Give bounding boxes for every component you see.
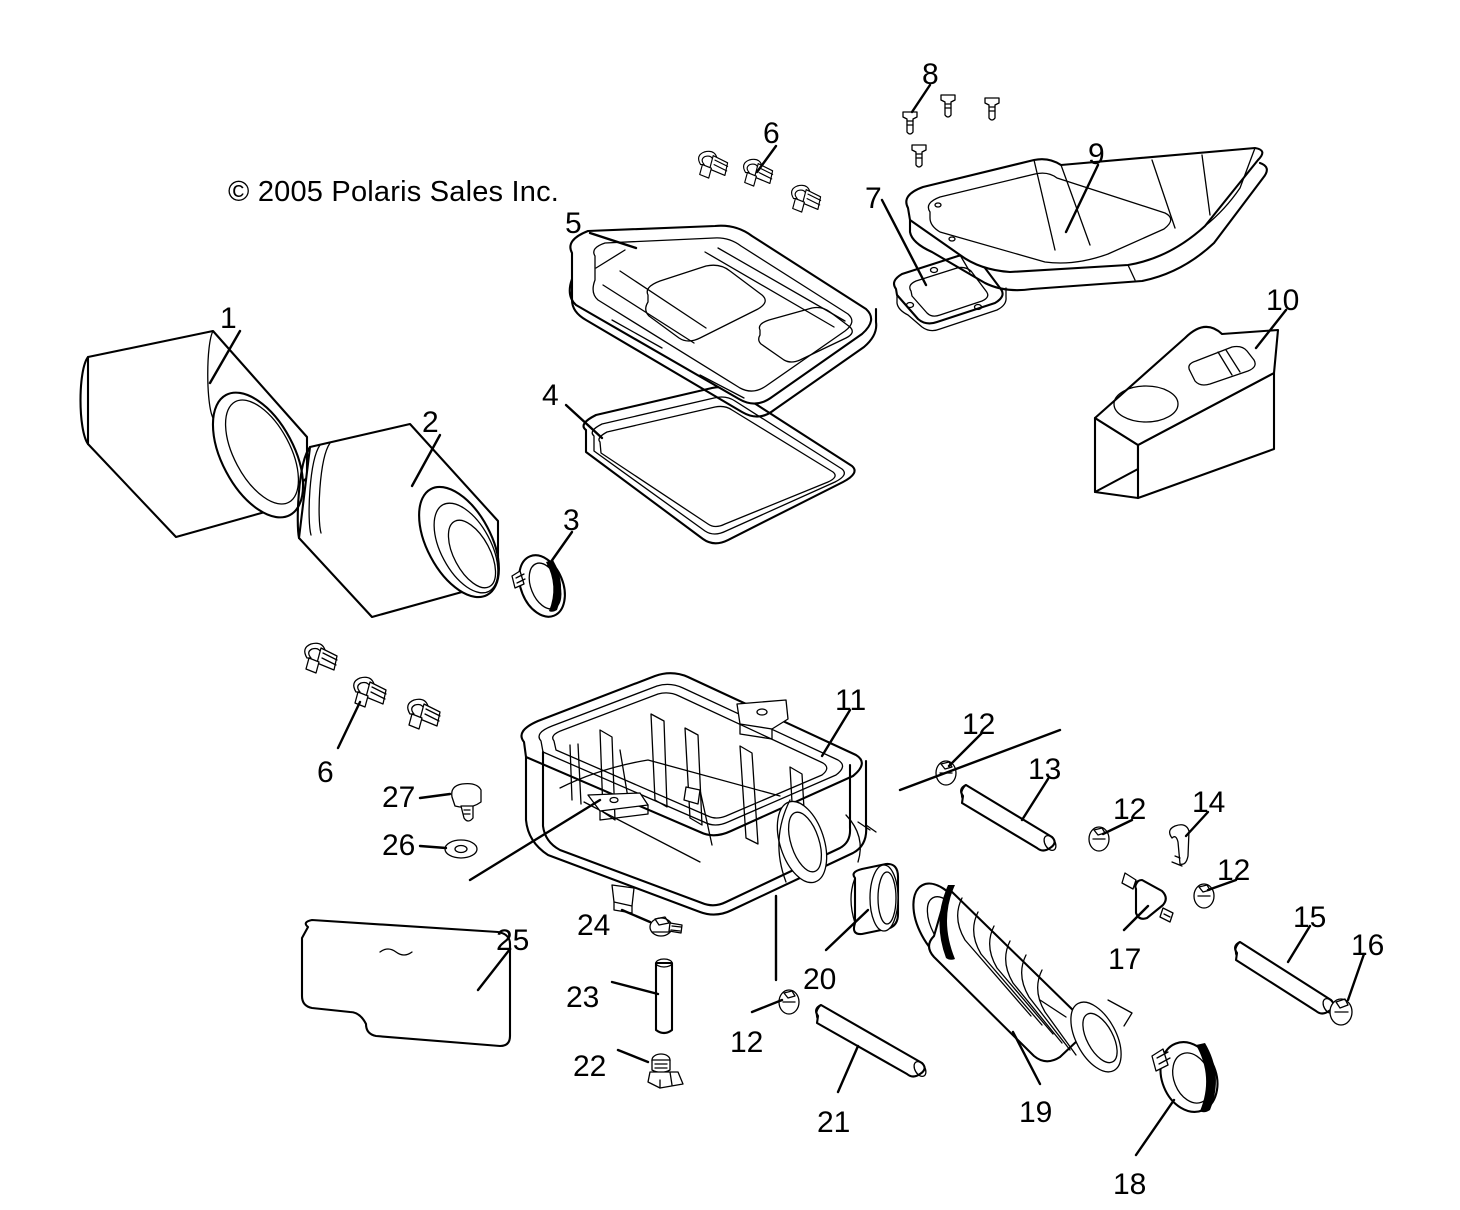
callout-21: 21	[817, 1106, 851, 1139]
part-22-drain-valve-fitting	[647, 1053, 684, 1089]
callout-12-a: 12	[962, 708, 996, 741]
callout-12-b: 12	[1113, 793, 1147, 826]
callout-7: 7	[865, 182, 882, 215]
callout-15: 15	[1293, 901, 1327, 934]
part-8-push-rivet-group	[902, 94, 1000, 168]
callout-3: 3	[563, 504, 580, 537]
callout-23: 23	[566, 981, 600, 1014]
part-4-airbox-lid-gasket	[582, 386, 856, 545]
part-23-spacer-tube	[654, 958, 674, 1035]
callout-16: 16	[1351, 929, 1385, 962]
part-19-intake-boot-corrugated	[912, 882, 1133, 1073]
callout-5: 5	[565, 207, 582, 240]
part-16-hose-clamp-small	[1329, 998, 1353, 1026]
part-21-drain-hose	[815, 1003, 927, 1078]
part-6-hose-clip-elbow-group-upper	[697, 150, 822, 213]
part-17-one-way-valve	[1121, 872, 1174, 923]
callout-12-d: 12	[730, 1026, 764, 1059]
part-13-vent-hose	[960, 783, 1057, 852]
part-18-worm-gear-clamp	[1151, 1041, 1219, 1113]
part-11-airbox-base	[520, 672, 877, 916]
part-24-clamp	[649, 916, 683, 937]
part-5-airbox-lid	[568, 224, 878, 418]
callout-14: 14	[1192, 786, 1226, 819]
callout-19: 19	[1019, 1096, 1053, 1129]
part-9-intake-duct-panel	[905, 146, 1268, 292]
part-20-boot-seal-ring	[850, 862, 900, 936]
callout-24: 24	[577, 909, 611, 942]
part-6-hose-clip-elbow-group-lower	[304, 642, 441, 730]
callout-11: 11	[835, 684, 867, 717]
callout-26: 26	[382, 829, 416, 862]
callout-6-lower: 6	[317, 756, 334, 789]
callout-18: 18	[1113, 1168, 1147, 1201]
callout-4: 4	[542, 379, 559, 412]
part-26-flat-washer	[444, 839, 478, 859]
callout-12-c: 12	[1217, 854, 1251, 887]
callout-17: 17	[1108, 943, 1142, 976]
callout-8: 8	[922, 58, 939, 91]
callout-20: 20	[803, 963, 837, 996]
leader-lines	[208, 83, 1366, 1157]
callout-2: 2	[422, 406, 439, 439]
copyright-notice: © 2005 Polaris Sales Inc.	[228, 176, 560, 208]
callout-10: 10	[1266, 284, 1300, 317]
part-25-foam-seal-panel	[300, 918, 512, 1048]
callout-22: 22	[573, 1050, 607, 1083]
callout-27: 27	[382, 781, 416, 814]
callout-6-upper: 6	[763, 117, 780, 150]
part-1-air-filter-outer-cover	[79, 329, 309, 539]
callout-9: 9	[1088, 138, 1105, 171]
part-27-mounting-bolt	[451, 782, 482, 822]
callout-13: 13	[1028, 753, 1062, 786]
part-14-retaining-clip	[1168, 824, 1190, 867]
callout-25: 25	[496, 924, 530, 957]
part-15-vent-hose	[1234, 940, 1336, 1015]
part-10-foam-block	[1093, 325, 1280, 500]
part-3-filter-clamp	[511, 554, 566, 618]
part-2-air-filter-element	[296, 422, 500, 619]
callout-1: 1	[220, 302, 237, 335]
